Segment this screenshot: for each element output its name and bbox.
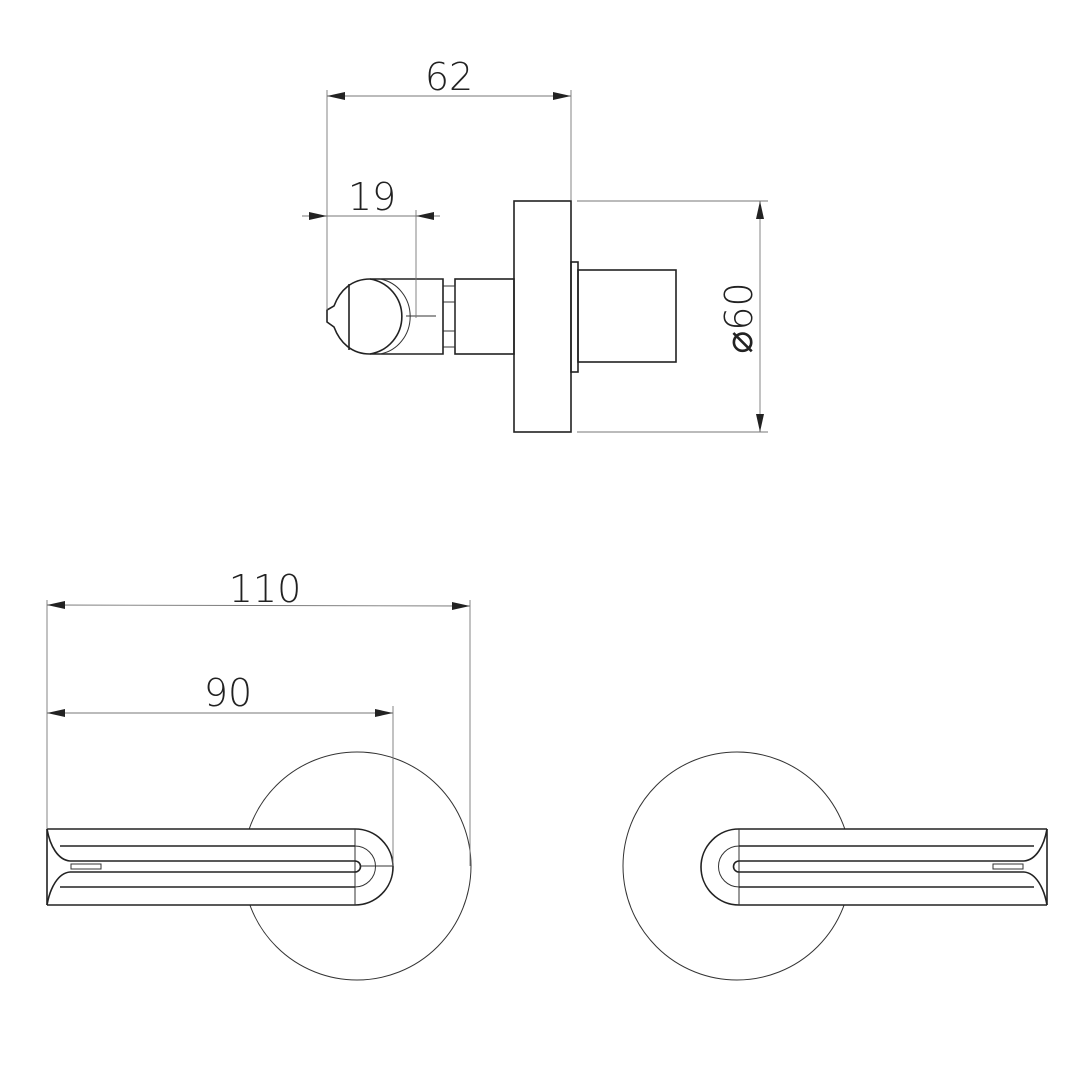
neck-step: [442, 285, 456, 348]
knob-body: [370, 278, 444, 355]
spindle-housing: [577, 269, 677, 363]
lever-right-hand: [622, 751, 1048, 981]
dimension-110: 110: [46, 567, 471, 866]
rosette-side: [513, 200, 572, 433]
dimension-19-label: 19: [348, 175, 396, 219]
knob-tip: [326, 278, 371, 355]
dimension-19: 19: [302, 175, 440, 318]
dimension-90: 90: [47, 671, 394, 866]
flange: [570, 261, 579, 373]
dimension-diameter-60-label: ⌀60: [717, 282, 761, 353]
lever-outline: [46, 828, 355, 906]
neck-side: [454, 278, 515, 355]
dimension-90-label: 90: [204, 671, 252, 715]
dimension-diameter-60: ⌀60: [577, 200, 768, 433]
dimension-62-label: 62: [425, 55, 473, 99]
dimension-110-label: 110: [229, 567, 302, 611]
knob-curve: [369, 278, 403, 355]
dimension-62: 62: [326, 55, 572, 310]
side-view: [326, 200, 677, 433]
lever-left-hand: [46, 751, 472, 981]
lever-hub: [354, 828, 394, 906]
